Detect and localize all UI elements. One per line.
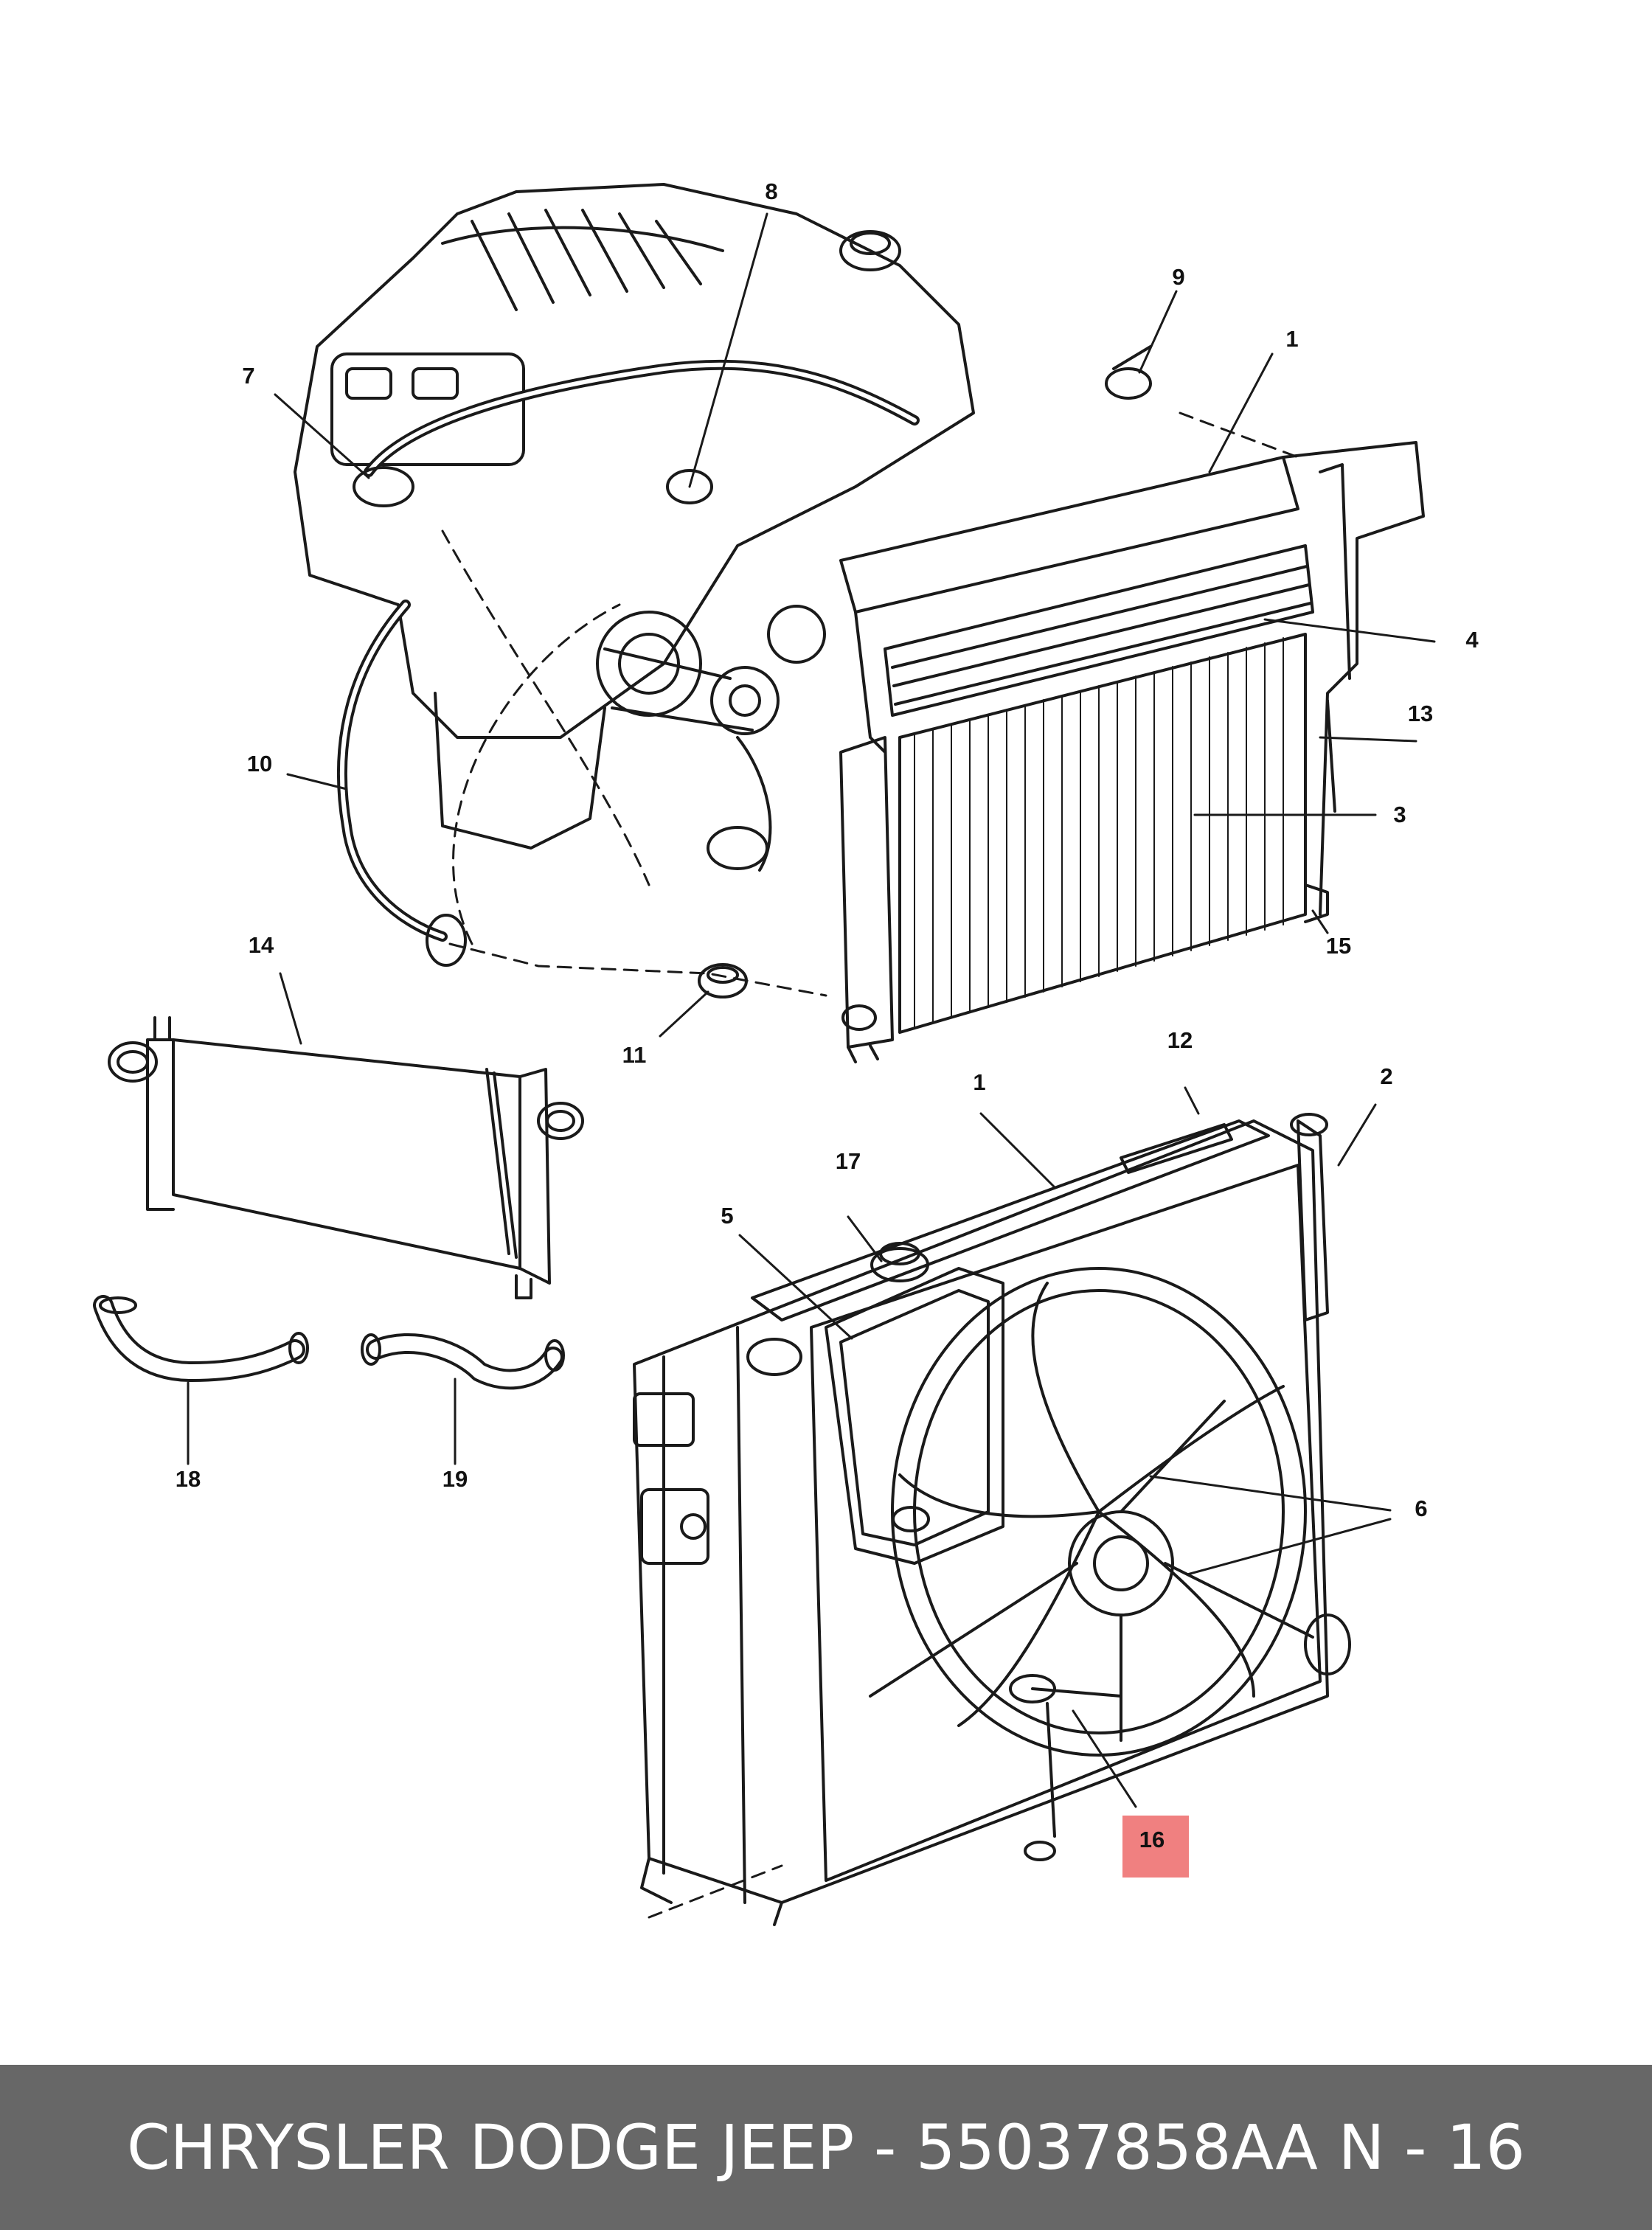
callout-9[interactable]: 9 <box>1172 264 1184 290</box>
radiator-condenser-assembly <box>839 441 1425 1063</box>
callout-7[interactable]: 7 <box>242 363 254 389</box>
callout-3[interactable]: 3 <box>1393 802 1406 827</box>
callout-16[interactable]: 16 <box>1139 1827 1165 1852</box>
part-title: CHRYSLER DODGE JEEP - 55037858AA <box>127 2111 1318 2184</box>
callout-17[interactable]: 17 <box>836 1148 861 1174</box>
callout-2[interactable]: 2 <box>1380 1063 1392 1089</box>
parts-diagram: 8 9 1 7 4 13 10 3 15 14 11 1 12 2 17 5 6… <box>93 178 1479 1926</box>
page-reference: N - 16 <box>1338 2111 1525 2184</box>
callout-11[interactable]: 11 <box>622 1042 647 1068</box>
alignment-dashes <box>441 411 1299 1919</box>
callout-18[interactable]: 18 <box>176 1466 201 1492</box>
callout-12[interactable]: 12 <box>1167 1027 1193 1053</box>
engine-assembly <box>294 183 1152 998</box>
callout-14[interactable]: 14 <box>249 932 274 958</box>
callout-1-top[interactable]: 1 <box>1285 326 1298 352</box>
footer-bar: CHRYSLER DODGE JEEP - 55037858AA N - 16 <box>0 2065 1652 2230</box>
callout-1-bottom[interactable]: 1 <box>973 1069 985 1095</box>
charge-air-cooler <box>108 1016 584 1299</box>
callout-8[interactable]: 8 <box>765 178 777 204</box>
callout-19[interactable]: 19 <box>442 1466 468 1492</box>
fan-shroud-assembly <box>633 1113 1351 1926</box>
callout-6[interactable]: 6 <box>1415 1496 1427 1521</box>
callout-10[interactable]: 10 <box>247 751 272 777</box>
callout-16-highlight <box>1122 1816 1189 1878</box>
callout-labels: 8 9 1 7 4 13 10 3 15 14 11 1 12 2 17 5 6… <box>176 178 1479 1878</box>
callout-15[interactable]: 15 <box>1326 933 1351 959</box>
callout-4[interactable]: 4 <box>1465 627 1479 653</box>
callout-5[interactable]: 5 <box>721 1203 733 1229</box>
intercooler-hoses <box>93 1295 565 1390</box>
callout-13[interactable]: 13 <box>1408 701 1433 726</box>
leader-lines <box>187 212 1436 1808</box>
